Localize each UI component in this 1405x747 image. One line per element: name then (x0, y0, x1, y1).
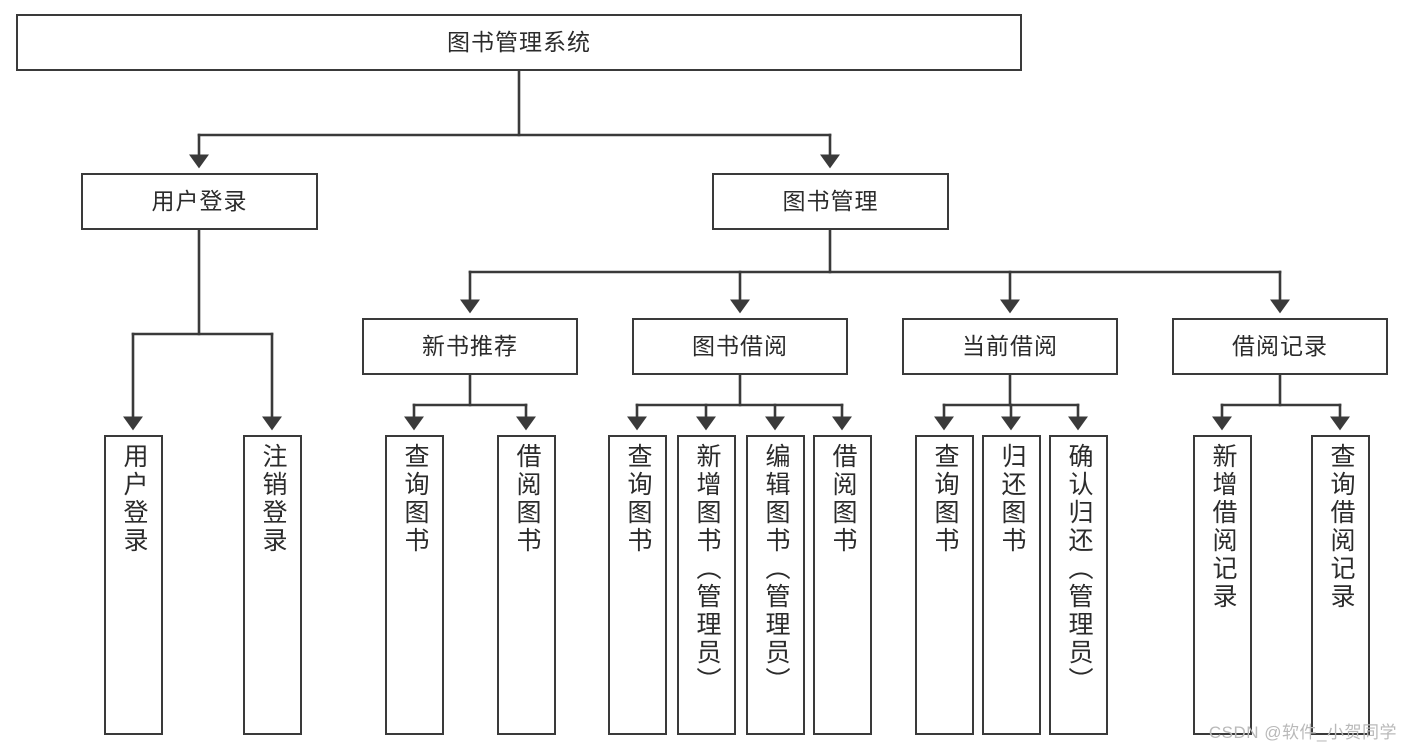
leaf-book-borrow-query[interactable]: 查询图书 (608, 435, 667, 735)
node-user-login-label: 用户登录 (151, 187, 248, 214)
leaf-book-borrow-edit-label: 编辑图书（管理员） (762, 443, 790, 695)
leaf-user-login-signin-label: 用户登录 (120, 443, 148, 555)
node-new-book-recommend-label: 新书推荐 (422, 332, 518, 359)
leaf-current-borrow-confirm-return[interactable]: 确认归还（管理员） (1049, 435, 1108, 735)
leaf-user-login-signout-label: 注销登录 (259, 443, 287, 555)
leaf-user-login-signout[interactable]: 注销登录 (243, 435, 302, 735)
node-root-label: 图书管理系统 (447, 28, 591, 55)
leaf-borrow-record-add[interactable]: 新增借阅记录 (1193, 435, 1252, 735)
leaf-user-login-signin[interactable]: 用户登录 (104, 435, 163, 735)
node-borrow-record[interactable]: 借阅记录 (1172, 318, 1388, 375)
leaf-borrow-record-add-label: 新增借阅记录 (1209, 443, 1237, 611)
leaf-new-book-query[interactable]: 查询图书 (385, 435, 444, 735)
leaf-book-borrow-borrow[interactable]: 借阅图书 (813, 435, 872, 735)
node-book-borrow-label: 图书借阅 (692, 332, 788, 359)
node-current-borrow-label: 当前借阅 (962, 332, 1058, 359)
leaf-book-borrow-borrow-label: 借阅图书 (829, 443, 857, 555)
leaf-new-book-borrow[interactable]: 借阅图书 (497, 435, 556, 735)
leaf-borrow-record-query[interactable]: 查询借阅记录 (1311, 435, 1370, 735)
leaf-current-borrow-query-label: 查询图书 (931, 443, 959, 555)
leaf-book-borrow-edit[interactable]: 编辑图书（管理员） (746, 435, 805, 735)
leaf-new-book-query-label: 查询图书 (401, 443, 429, 555)
node-borrow-record-label: 借阅记录 (1232, 332, 1328, 359)
node-new-book-recommend[interactable]: 新书推荐 (362, 318, 578, 375)
leaf-current-borrow-return-label: 归还图书 (998, 443, 1026, 555)
node-root-library-system[interactable]: 图书管理系统 (16, 14, 1022, 71)
node-book-management[interactable]: 图书管理 (712, 173, 949, 230)
leaf-book-borrow-query-label: 查询图书 (624, 443, 652, 555)
leaf-current-borrow-query[interactable]: 查询图书 (915, 435, 974, 735)
node-book-borrow[interactable]: 图书借阅 (632, 318, 848, 375)
leaf-borrow-record-query-label: 查询借阅记录 (1327, 443, 1355, 611)
leaf-current-borrow-return[interactable]: 归还图书 (982, 435, 1041, 735)
leaf-book-borrow-add-label: 新增图书（管理员） (693, 443, 721, 695)
node-current-borrow[interactable]: 当前借阅 (902, 318, 1118, 375)
node-user-login[interactable]: 用户登录 (81, 173, 318, 230)
leaf-current-borrow-confirm-return-label: 确认归还（管理员） (1065, 443, 1093, 695)
leaf-new-book-borrow-label: 借阅图书 (513, 443, 541, 555)
leaf-book-borrow-add[interactable]: 新增图书（管理员） (677, 435, 736, 735)
node-book-management-label: 图书管理 (782, 187, 879, 214)
csdn-watermark: CSDN @软件_小贺同学 (1208, 723, 1397, 742)
